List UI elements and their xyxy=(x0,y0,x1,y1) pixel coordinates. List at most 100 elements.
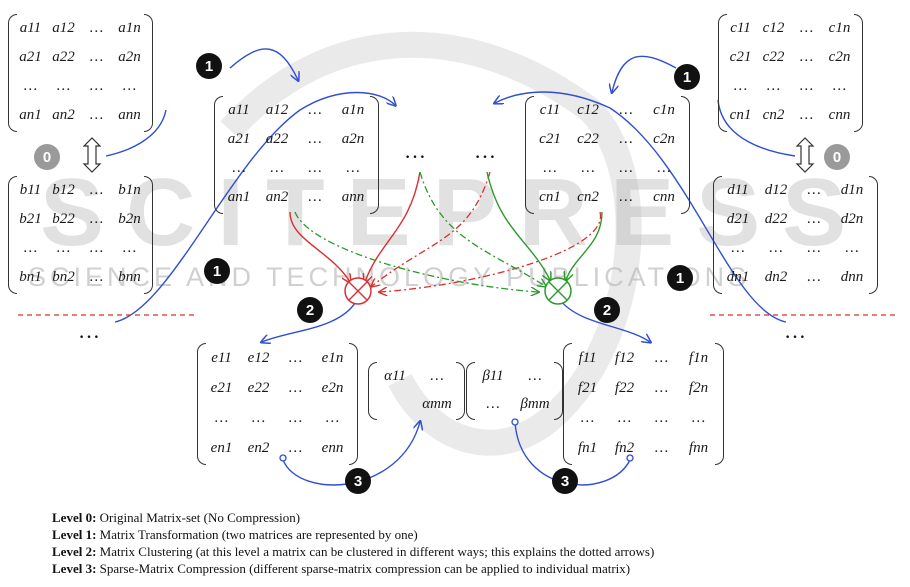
matrix-cell: b1n xyxy=(118,182,141,198)
arrow-l1-a-to-a xyxy=(229,48,298,80)
matrix-cell: b12 xyxy=(52,182,75,198)
matrix-cell: d22 xyxy=(764,211,788,227)
ellipsis-middle-right: … xyxy=(474,138,498,163)
arrow-l2-right xyxy=(559,299,650,342)
green-dashdot-2 xyxy=(294,211,538,292)
ellipsis-middle-left: … xyxy=(404,138,428,163)
matrix-cell: … xyxy=(56,240,71,256)
matrix-cell: … xyxy=(23,240,38,256)
matrix-cell: … xyxy=(581,160,595,176)
matrix-cell: en1 xyxy=(210,439,233,456)
matrix-cell: … xyxy=(654,379,669,396)
matrix-cell: … xyxy=(619,160,633,176)
matrix-cell: c21 xyxy=(729,49,752,65)
matrix-cell: … xyxy=(619,131,633,147)
matrix-cell: c1n xyxy=(653,102,675,118)
red-line-2 xyxy=(365,171,421,282)
matrix-cell: … xyxy=(799,20,814,36)
matrix-cell: … xyxy=(845,240,859,256)
matrix-cell: c22 xyxy=(577,131,599,147)
matrix-cell: dnn xyxy=(840,269,864,285)
legend-level-3: Level 3: Sparse-Matrix Compression (diff… xyxy=(52,561,631,576)
matrix-cell: an1 xyxy=(19,107,42,123)
matrix-cell: f2n xyxy=(688,379,709,396)
matrix-cell: c2n xyxy=(653,131,675,147)
level2-badge-left: 2 xyxy=(297,297,323,323)
double-arrow-icon-right xyxy=(795,137,815,173)
legend-level-0: Level 0: Original Matrix-set (No Compres… xyxy=(52,510,301,525)
matrix-cell: … xyxy=(288,439,303,456)
green-dashdot-1 xyxy=(419,171,545,286)
matrix-cell xyxy=(374,390,416,418)
matrix-cell: … xyxy=(807,269,821,285)
matrix-cell: … xyxy=(807,182,821,198)
matrix-cell: dn2 xyxy=(764,269,788,285)
matrix-cell: an1 xyxy=(227,189,251,205)
matrix-bracket-right xyxy=(715,343,724,465)
matrix-cell: b22 xyxy=(52,211,75,227)
matrix-cell: … xyxy=(89,20,104,36)
matrix-cell: a12 xyxy=(52,20,75,36)
matrix-cell: a1n xyxy=(341,102,365,118)
matrix-cell: … xyxy=(733,78,748,94)
matrix-bracket-right xyxy=(144,176,153,294)
matrix-cell: … xyxy=(430,367,444,384)
matrix-cell: … xyxy=(89,78,104,94)
matrix-cell: e2n xyxy=(321,379,344,396)
matrix-cell: d21 xyxy=(726,211,750,227)
matrix-cell: cnn xyxy=(828,107,851,123)
arrow-l2-left xyxy=(262,299,358,342)
matrix-cell: b11 xyxy=(19,182,42,198)
matrix-cell: … xyxy=(122,78,137,94)
level0-badge-right: 0 xyxy=(824,144,850,170)
matrix-cell: cn2 xyxy=(577,189,599,205)
matrix-bracket-right xyxy=(456,362,465,420)
matrix-cell: … xyxy=(619,102,633,118)
matrix-cell: d11 xyxy=(727,182,749,198)
matrix-cell: … xyxy=(832,78,847,94)
matrix-cell: a22 xyxy=(52,49,75,65)
matrix-cell: cn2 xyxy=(762,107,785,123)
matrix-cell: a22 xyxy=(265,131,289,147)
matrix-cell: … xyxy=(89,240,104,256)
matrix-cell: c12 xyxy=(762,20,785,36)
matrix-cell: … xyxy=(807,240,821,256)
level1-badge-top-left: 1 xyxy=(196,53,222,79)
matrix-cell: bnn xyxy=(118,269,141,285)
matrix-cell: bn2 xyxy=(52,269,75,285)
matrix-cell: … xyxy=(89,49,104,65)
matrix-cell: fn2 xyxy=(614,439,635,456)
ellipsis-left: … xyxy=(78,318,102,343)
matrix-cell: … xyxy=(308,160,322,176)
level0-badge-left: 0 xyxy=(34,144,60,170)
matrix-cell: bn1 xyxy=(19,269,42,285)
matrix-cell: cn1 xyxy=(539,189,561,205)
matrix-cell: … xyxy=(617,409,632,426)
matrix-cell: … xyxy=(288,379,303,396)
matrix-cell: d1n xyxy=(840,182,864,198)
matrix-cell: cn1 xyxy=(729,107,752,123)
matrix-cell: f21 xyxy=(577,379,598,396)
matrix-cell: … xyxy=(251,409,266,426)
arrow-l1-c-to-c xyxy=(612,55,677,92)
matrix-cell: … xyxy=(486,395,500,412)
matrix-cell: e11 xyxy=(211,349,232,366)
matrix-alpha: α11…αmm xyxy=(368,362,465,420)
matrix-cell: c21 xyxy=(539,131,561,147)
matrix-cell: … xyxy=(308,131,322,147)
matrix-cell: cnn xyxy=(653,189,675,205)
ellipsis-right: … xyxy=(784,318,808,343)
matrix-cell: c22 xyxy=(762,49,785,65)
matrix-cell: α11 xyxy=(384,367,406,384)
matrix-cell: a12 xyxy=(265,102,289,118)
matrix-cell: … xyxy=(657,160,671,176)
matrix-cell: a21 xyxy=(19,49,42,65)
level3-badge-right: 3 xyxy=(552,468,578,494)
matrix-cell: fnn xyxy=(688,439,709,456)
matrix-cell: … xyxy=(214,409,229,426)
matrix-cell: c11 xyxy=(730,20,751,36)
level1-badge-bottom-right: 1 xyxy=(667,265,693,291)
